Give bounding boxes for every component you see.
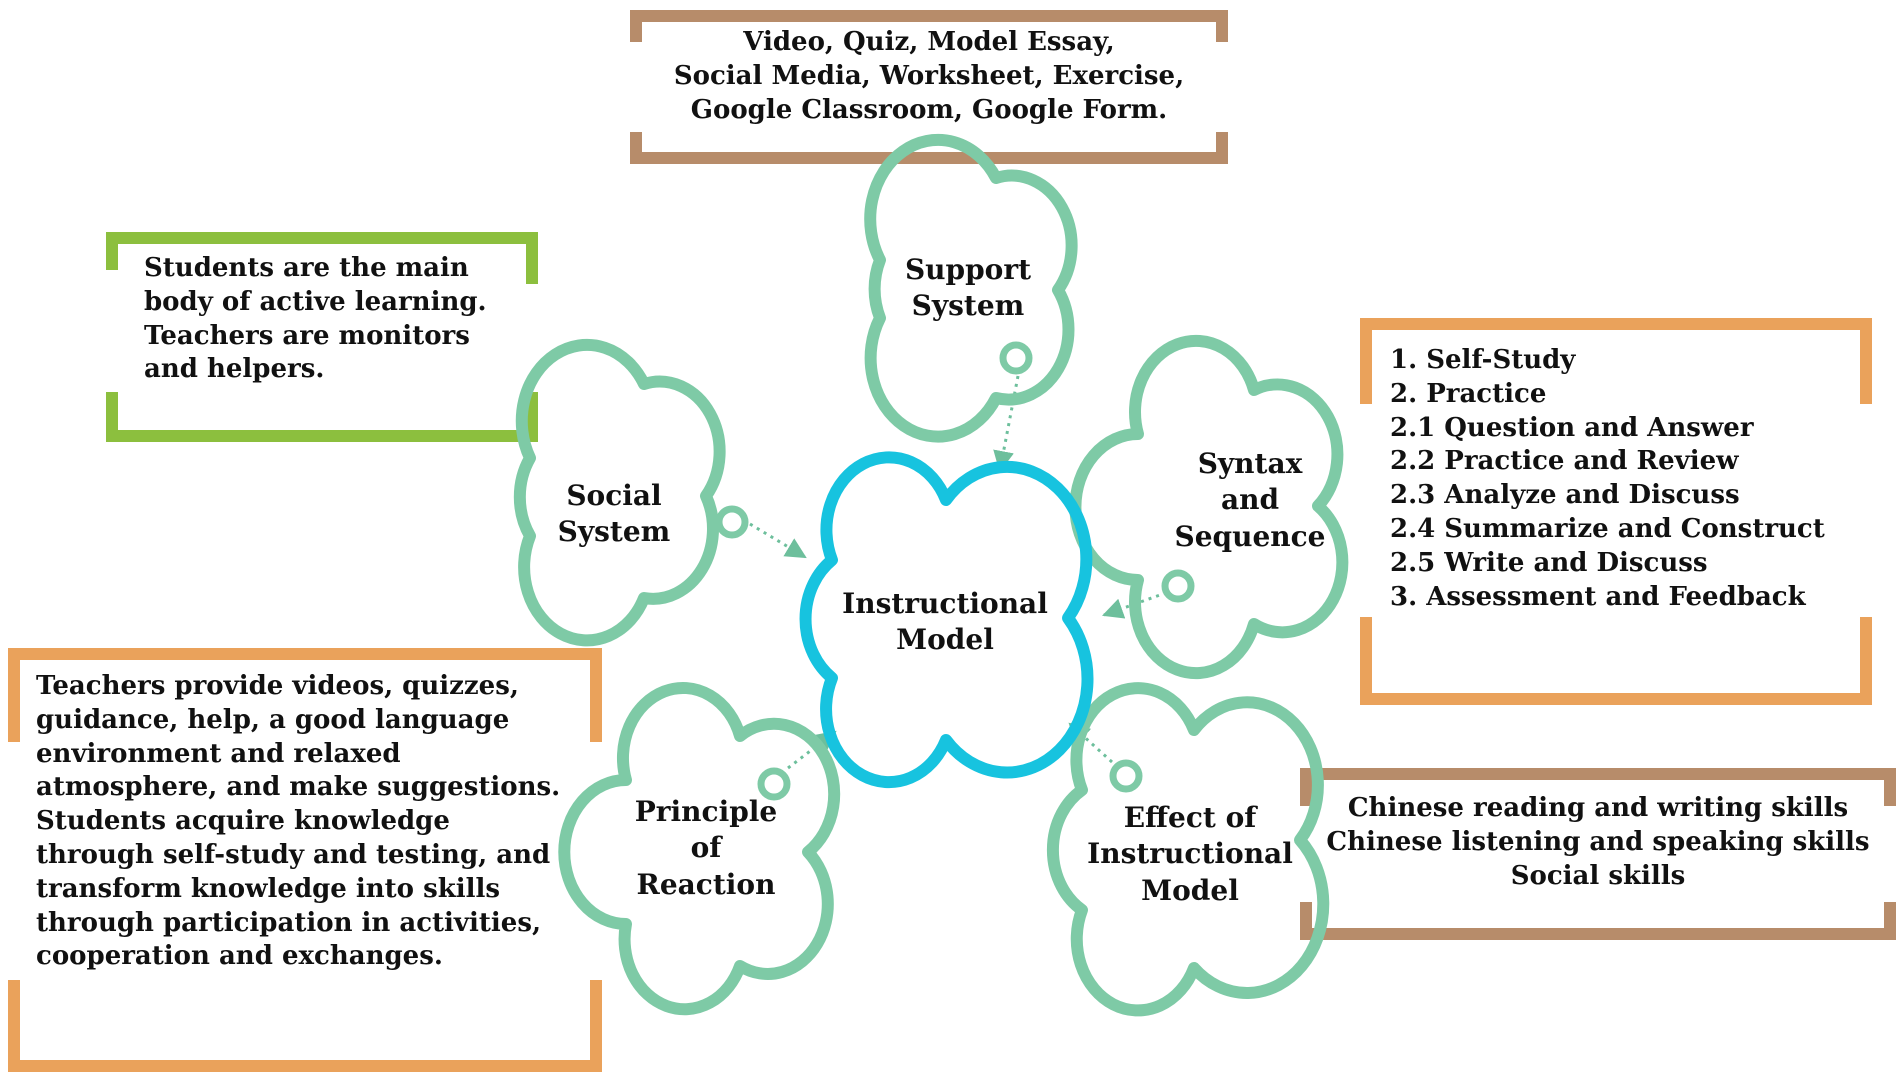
reaction-connector-dot <box>757 767 791 801</box>
reaction-box-bracket <box>8 648 602 1072</box>
effect-box-bracket <box>1300 768 1896 940</box>
arrow-effect <box>1068 722 1114 764</box>
social-system-node <box>513 338 726 647</box>
support-system-node <box>864 133 1078 443</box>
effect-box-text: Chinese reading and writing skills Chine… <box>1326 793 1870 891</box>
syntax-box-bracket <box>1360 318 1872 705</box>
effect-connector-dot <box>1109 759 1143 793</box>
social-connector-dot <box>715 505 749 539</box>
syntax-node-label: Syntax and Sequence <box>1174 447 1326 553</box>
effect-node-label: Effect of Instructional Model <box>1087 801 1293 907</box>
instructional-model-label: Instructional Model <box>842 587 1048 657</box>
syntax-connector-dot <box>1161 569 1195 603</box>
social-system-label: Social System <box>557 479 671 549</box>
reaction-box-text: Teachers provide videos, quizzes, guidan… <box>36 671 561 972</box>
support-system-label: Support System <box>904 253 1032 323</box>
syntax-node <box>1069 334 1349 680</box>
arrow-support <box>993 375 1020 473</box>
arrow-social <box>749 522 807 559</box>
support-box-bracket <box>630 10 1228 164</box>
syntax-box-text: 1. Self-Study 2. Practice 2.1 Question a… <box>1390 345 1825 612</box>
reaction-node-label: Principle of Reaction <box>634 795 778 901</box>
support-connector-dot <box>999 341 1033 375</box>
support-box-text: Video, Quiz, Model Essay, Social Media, … <box>673 27 1185 125</box>
social-box-text: Students are the main body of active lea… <box>144 253 487 385</box>
social-box-bracket <box>106 232 538 442</box>
effect-node <box>1046 682 1330 1017</box>
reaction-node <box>558 681 841 1016</box>
instructional-model-node <box>799 451 1094 789</box>
